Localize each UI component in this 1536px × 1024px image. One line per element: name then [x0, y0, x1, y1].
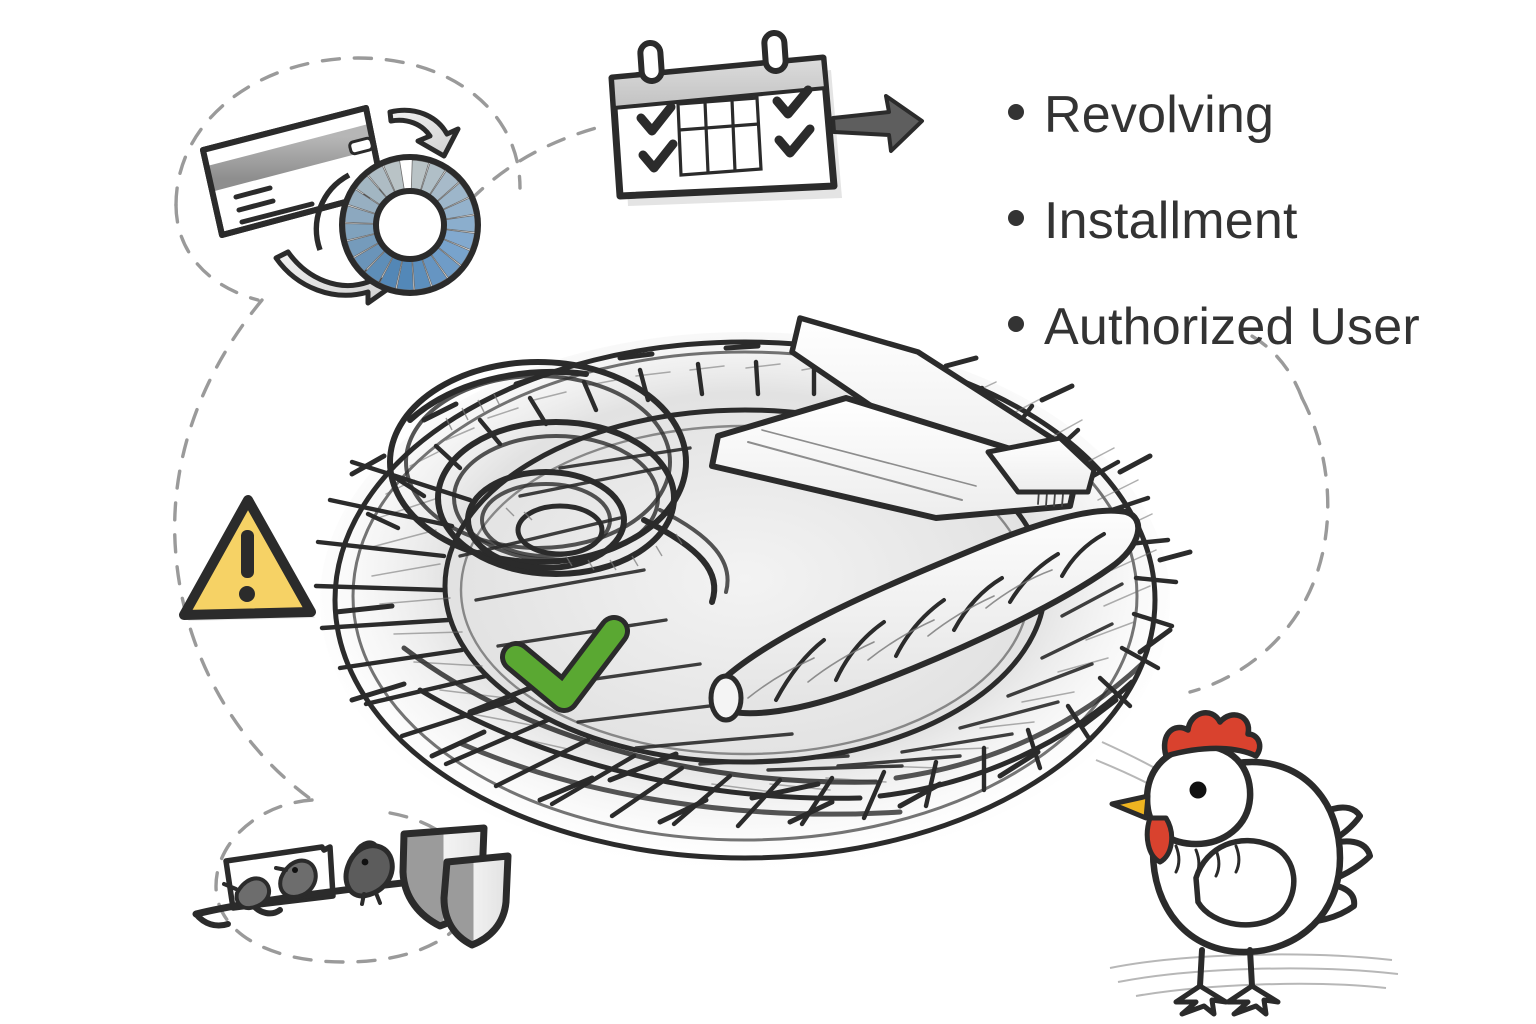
arrow-right-icon	[831, 94, 924, 153]
calendar-icon	[608, 30, 842, 206]
coiled-rope-icon	[387, 359, 730, 605]
list-item-label: Installment	[1044, 192, 1298, 250]
twisted-log-icon	[708, 507, 1142, 723]
bullet-dot-icon	[1008, 316, 1024, 332]
list-item-label: Authorized User	[1044, 298, 1420, 356]
lumber-planks-icon	[709, 315, 1097, 521]
green-check-icon	[500, 615, 630, 713]
chicken-icon	[1095, 710, 1399, 1017]
list-item[interactable]: Installment	[1008, 168, 1528, 274]
shields-icon	[399, 824, 512, 949]
list-item[interactable]: Authorized User	[1008, 274, 1528, 380]
bullet-dot-icon	[1008, 210, 1024, 226]
birds-on-branch-icon	[192, 840, 458, 929]
list-item-label: Revolving	[1044, 86, 1275, 144]
donut-chart-icon	[339, 154, 481, 296]
warning-triangle-icon	[179, 495, 316, 621]
revolving-arrows-icon	[273, 107, 461, 306]
account-types-list: Revolving Installment Authorized User	[1008, 62, 1528, 380]
list-item[interactable]: Revolving	[1008, 62, 1528, 168]
bullet-dot-icon	[1008, 104, 1024, 120]
